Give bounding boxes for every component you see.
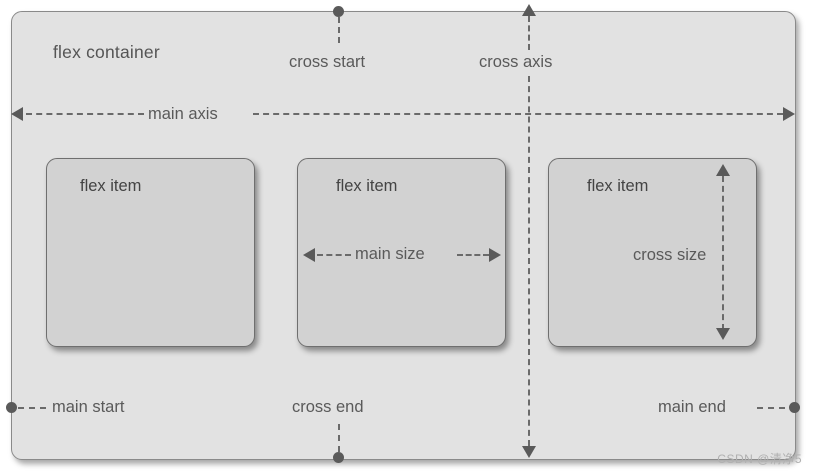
main-size-line-left <box>317 254 351 256</box>
main-size-left-arrow-icon <box>303 248 315 262</box>
cross-end-dot <box>333 452 344 463</box>
main-axis-line-left <box>26 113 144 115</box>
main-end-dot <box>789 402 800 413</box>
cross-size-down-arrow-icon <box>716 328 730 340</box>
cross-end-label: cross end <box>292 398 364 416</box>
main-start-label: main start <box>52 398 125 416</box>
main-size-label: main size <box>355 245 425 263</box>
flex-item-2: flex item <box>297 158 506 347</box>
main-start-dot <box>6 402 17 413</box>
flex-item-1-label: flex item <box>80 177 142 195</box>
flex-item-1: flex item <box>46 158 255 347</box>
cross-axis-label: cross axis <box>479 53 553 71</box>
cross-axis-down-arrow-icon <box>522 446 536 458</box>
cross-start-label: cross start <box>289 53 366 71</box>
csdn-watermark: CSDN @清净5 <box>717 452 802 466</box>
cross-start-line <box>338 17 340 43</box>
main-size-right-arrow-icon <box>489 248 501 262</box>
cross-size-label: cross size <box>633 246 707 264</box>
cross-axis-line-bottom <box>528 76 530 446</box>
cross-start-dot <box>333 6 344 17</box>
cross-axis-line-top <box>528 16 530 50</box>
main-axis-label: main axis <box>148 105 218 123</box>
main-end-line <box>757 407 785 409</box>
cross-size-line <box>722 176 724 330</box>
main-start-line <box>18 407 46 409</box>
cross-axis-up-arrow-icon <box>522 4 536 16</box>
main-axis-line-right <box>253 113 783 115</box>
main-axis-right-arrow-icon <box>783 107 795 121</box>
cross-end-line <box>338 424 340 452</box>
main-size-line-right <box>457 254 489 256</box>
flex-container-label: flex container <box>53 42 160 62</box>
main-end-label: main end <box>658 398 726 416</box>
main-axis-left-arrow-icon <box>11 107 23 121</box>
cross-size-up-arrow-icon <box>716 164 730 176</box>
flex-item-2-label: flex item <box>336 177 398 195</box>
flex-item-3-label: flex item <box>587 177 649 195</box>
